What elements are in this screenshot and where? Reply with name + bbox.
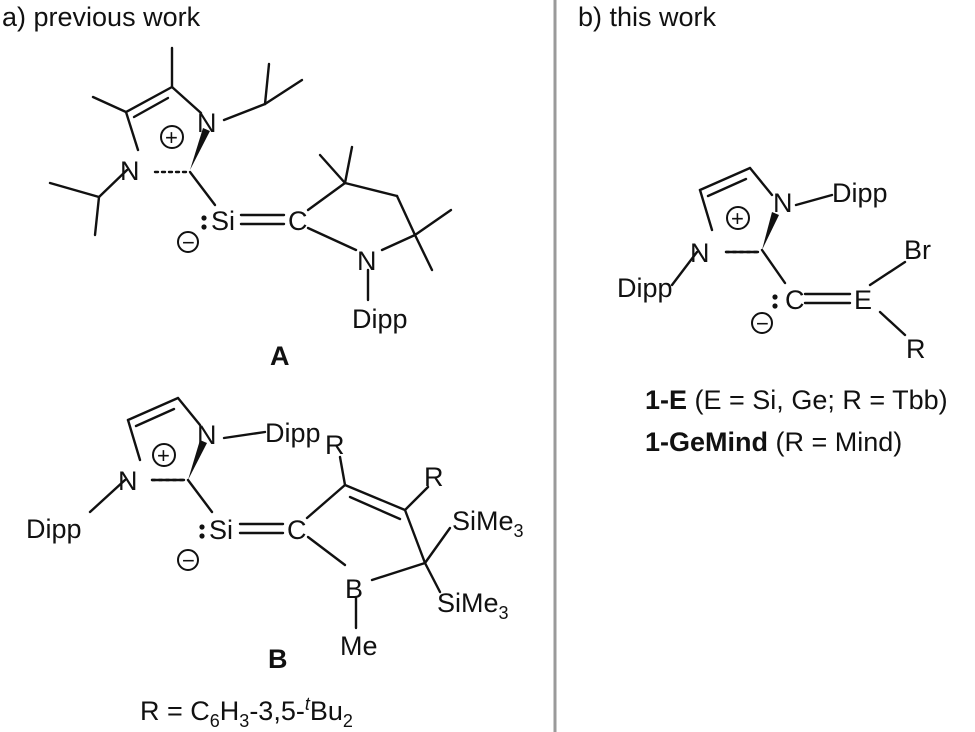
compound-1e-r: R [906, 334, 926, 364]
compound-a-plus-charge: + [165, 125, 178, 150]
compound-b-r-right: R [424, 462, 444, 492]
compound-a-label: A [270, 341, 290, 371]
compound-1e-plus-charge: + [731, 206, 744, 231]
panel-a-heading: a) previous work [2, 2, 201, 32]
compound-b-sime3-top: SiMe3 [452, 506, 524, 541]
compound-b-atom-n2: N [197, 420, 217, 450]
compound-b-atom-b: B [345, 574, 363, 604]
compound-1e-atom-n2: N [773, 188, 793, 218]
compound-b-me: Me [340, 631, 378, 661]
compound-b-atom-si: Si [209, 515, 233, 545]
compound-1e-dipp-right: Dipp [832, 178, 888, 208]
compound-a-minus-charge: − [182, 230, 195, 255]
compound-b-dipp-top: Dipp [265, 418, 321, 448]
compound-b-structure [88, 396, 452, 630]
compound-a-atom-c: C [288, 206, 308, 236]
compound-b-label: B [268, 644, 288, 674]
compound-a-atom-n3: N [357, 246, 377, 276]
compound-a-atom-n2: N [197, 108, 217, 138]
caption-1-gemind: 1-GeMind (R = Mind) [645, 427, 902, 457]
compound-a-dipp: Dipp [352, 304, 408, 334]
compound-a-atom-n1: N [120, 156, 140, 186]
compound-b-atom-n1: N [118, 466, 138, 496]
compound-a-structure [48, 46, 453, 302]
compound-b-minus-charge: − [182, 548, 195, 573]
compound-b-plus-charge: + [157, 443, 170, 468]
r-group-footnote: R = C6H3-3,5-tBu2 [140, 694, 353, 731]
compound-1e-minus-charge: − [756, 311, 769, 336]
compound-b-dipp-left: Dipp [26, 514, 82, 544]
compound-b-r-left: R [325, 430, 345, 460]
compound-1e-atom-c: C [785, 285, 805, 315]
compound-1e-dipp-left: Dipp [617, 273, 673, 303]
compound-b-sime3-bottom: SiMe3 [437, 588, 509, 623]
compound-1e-atom-n1: N [690, 238, 710, 268]
compound-1e-atom-e: E [854, 285, 872, 315]
caption-1e: 1-E (E = Si, Ge; R = Tbb) [645, 385, 948, 415]
compound-1e-br: Br [904, 235, 931, 265]
compound-b-atom-c: C [287, 515, 307, 545]
compound-1e-structure [670, 166, 907, 337]
panel-b-heading: b) this work [578, 2, 717, 32]
compound-a-atom-si: Si [211, 206, 235, 236]
